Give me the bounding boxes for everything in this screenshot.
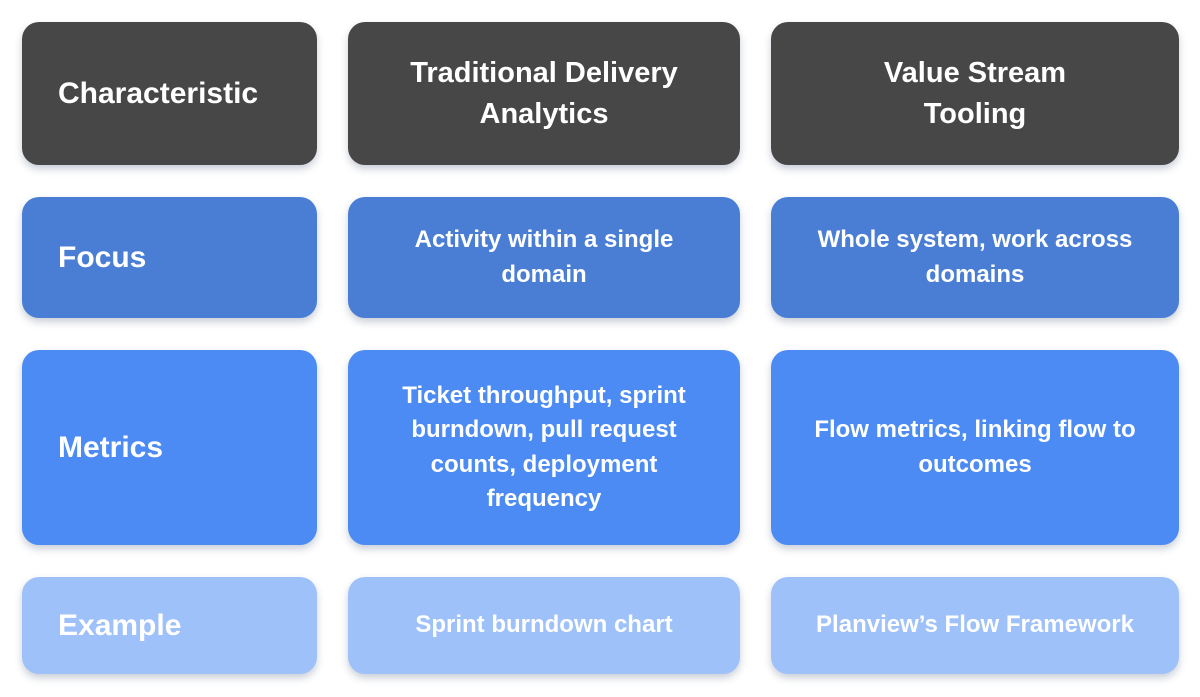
row-label-focus: Focus xyxy=(22,197,317,318)
cell-metrics-traditional-text: Ticket throughput, sprint burndown, pull… xyxy=(402,382,686,512)
row-label-metrics: Metrics xyxy=(22,350,317,545)
cell-example-value-stream: Planview’s Flow Framework xyxy=(771,577,1179,674)
cell-metrics-value-stream-text: Flow metrics, linking flow to outcomes xyxy=(814,416,1136,478)
cell-focus-value-stream: Whole system, work across domains xyxy=(771,197,1179,318)
header-label-traditional-delivery-analytics: Traditional Delivery Analytics xyxy=(410,56,678,130)
header-cell-value-stream-tooling: Value Stream Tooling xyxy=(771,22,1179,165)
cell-example-value-stream-text: Planview’s Flow Framework xyxy=(816,611,1134,639)
header-label-value-stream-tooling: Value Stream Tooling xyxy=(883,56,1067,130)
cell-metrics-traditional: Ticket throughput, sprint burndown, pull… xyxy=(348,350,740,545)
cell-example-traditional-text: Sprint burndown chart xyxy=(415,611,673,639)
header-cell-traditional-delivery-analytics: Traditional Delivery Analytics xyxy=(348,22,740,165)
row-label-example-text: Example xyxy=(58,608,182,642)
row-label-metrics-text: Metrics xyxy=(58,430,164,464)
cell-example-traditional: Sprint burndown chart xyxy=(348,577,740,674)
cell-focus-traditional-text: Activity within a single domain xyxy=(414,226,674,288)
cell-focus-value-stream-text: Whole system, work across domains xyxy=(817,226,1133,288)
cell-metrics-value-stream: Flow metrics, linking flow to outcomes xyxy=(771,350,1179,545)
cell-focus-traditional: Activity within a single domain xyxy=(348,197,740,318)
row-label-example: Example xyxy=(22,577,317,674)
header-cell-characteristic: Characteristic xyxy=(22,22,317,165)
header-label-characteristic: Characteristic xyxy=(58,76,259,110)
row-label-focus-text: Focus xyxy=(58,240,147,274)
